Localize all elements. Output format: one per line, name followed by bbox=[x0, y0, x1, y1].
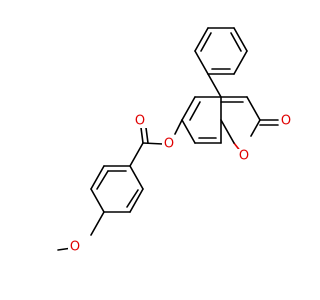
lactone-carbonyl-oxygen-label: O bbox=[281, 114, 291, 129]
ring-oxygen-label: O bbox=[239, 149, 249, 164]
pyranone-ring bbox=[220, 96, 279, 153]
ester-carbonyl-oxygen-label: O bbox=[135, 114, 145, 129]
phenyl-c4-bond bbox=[207, 73, 222, 98]
molecule-structure-diagram: O O O O O bbox=[57, 27, 293, 255]
phenyl-ring bbox=[194, 27, 248, 75]
ester-oxygen-label: O bbox=[164, 137, 174, 152]
coumarin-benzene-ring bbox=[181, 96, 222, 144]
methoxy-oxygen-label: O bbox=[70, 240, 80, 255]
methoxybenzene-ring bbox=[90, 165, 144, 213]
